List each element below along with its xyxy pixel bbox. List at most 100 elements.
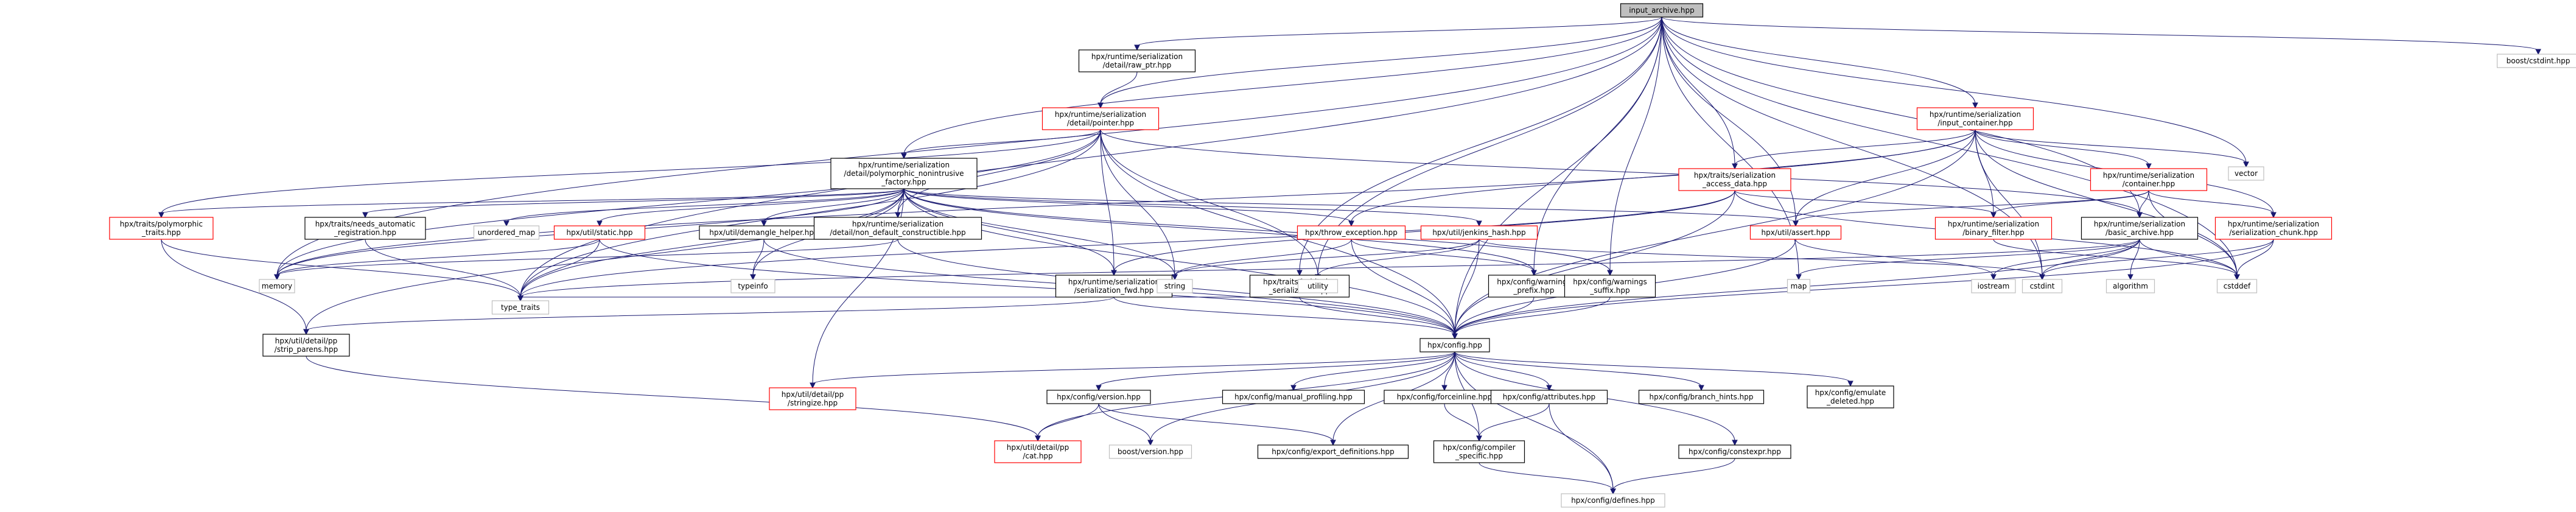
node-export-definitions[interactable]: hpx/config/export_definitions.hpp — [1257, 444, 1409, 459]
node-label: typeinfo — [738, 282, 768, 290]
edge-throw_exception-to-warnings_prefix — [1351, 239, 1537, 276]
node-box — [1419, 338, 1490, 352]
node-serialization-fwd[interactable]: hpx/runtime/serialization/serialization_… — [1055, 275, 1173, 298]
node-strip-parens[interactable]: hpx/util/detail/pp/strip_parens.hpp — [262, 334, 350, 357]
node-pointer[interactable]: hpx/runtime/serialization/detail/pointer… — [1041, 107, 1160, 130]
node-warnings-suffix[interactable]: hpx/config/warnings_suffix.hpp — [1564, 275, 1656, 298]
node-throw-exception[interactable]: hpx/throw_exception.hpp — [1297, 225, 1406, 240]
edge-root-to-utility — [1315, 16, 1662, 281]
node-label: _specific.hpp — [1455, 452, 1503, 460]
node-access-data[interactable]: hpx/traits/serialization_access_data.hpp — [1678, 168, 1791, 191]
node-cat[interactable]: hpx/util/detail/pp/cat.hpp — [994, 440, 1082, 463]
node-box — [2496, 54, 2576, 68]
node-label: map — [1791, 282, 1807, 290]
node-demangle[interactable]: hpx/util/demangle_helper.hpp — [699, 225, 829, 240]
node-stringize[interactable]: hpx/util/detail/pp/stringize.hpp — [769, 387, 856, 410]
node-serialization-chunk[interactable]: hpx/runtime/serialization/serialization_… — [2214, 217, 2333, 240]
node-box — [1078, 49, 1196, 72]
edge-root-to-boost_cstdint — [1661, 16, 2541, 55]
node-iostream[interactable]: iostream — [1971, 279, 2016, 293]
node-label: boost/cstdint.hpp — [2507, 57, 2571, 65]
node-label: hpx/config/attributes.hpp — [1503, 393, 1595, 401]
node-label: hpx/config/defines.hpp — [1571, 496, 1655, 505]
edge-root-to-vector — [1661, 16, 2249, 168]
node-box — [830, 158, 978, 189]
edge-container-to-util_assert — [1793, 190, 2149, 227]
node-typeinfo[interactable]: typeinfo — [730, 279, 775, 293]
node-label: /strip_parens.hpp — [275, 345, 338, 354]
node-defines[interactable]: hpx/config/defines.hpp — [1561, 493, 1665, 508]
node-poly-nonintrusive[interactable]: hpx/runtime/serialization/detail/polymor… — [830, 158, 978, 189]
node-box — [304, 217, 426, 240]
node-memory[interactable]: memory — [259, 279, 295, 293]
edge-serialization_chunk-to-cstddef — [2234, 239, 2274, 281]
node-label: hpx/runtime/serialization — [1930, 110, 2021, 119]
edge-poly_nonintrusive-to-util_assert — [903, 188, 1799, 227]
edge-poly_nonintrusive-to-type_traits — [517, 188, 905, 302]
node-label: /detail/polymorphic_nonintrusive — [844, 169, 964, 178]
node-config-version[interactable]: hpx/config/version.hpp — [1046, 390, 1151, 404]
node-label: hpx/util/demangle_helper.hpp — [709, 228, 818, 237]
node-jenkins-hash[interactable]: hpx/util/jenkins_hash.hpp — [1420, 225, 1538, 240]
node-basic-archive[interactable]: hpx/runtime/serialization/basic_archive.… — [2081, 217, 2199, 240]
node-config[interactable]: hpx/config.hpp — [1419, 338, 1490, 352]
node-warnings-prefix[interactable]: hpx/config/warnings_prefix.hpp — [1488, 275, 1580, 298]
node-container[interactable]: hpx/runtime/serialization/container.hpp — [2090, 168, 2208, 191]
node-type-traits[interactable]: type_traits — [491, 300, 550, 315]
edge-root-to-raw_ptr — [1134, 16, 1662, 51]
node-label: /basic_archive.hpp — [2105, 228, 2174, 237]
node-non-default[interactable]: hpx/runtime/serialization/detail/non_def… — [813, 217, 982, 240]
node-box — [1046, 390, 1151, 404]
node-forceinline[interactable]: hpx/config/forceinline.hpp — [1384, 390, 1505, 404]
node-box — [2081, 217, 2199, 240]
node-root[interactable]: input_archive.hpp — [1620, 3, 1704, 18]
node-label: hpx/traits/serialization — [1694, 171, 1776, 180]
node-cstddef[interactable]: cstddef — [2216, 279, 2258, 293]
node-poly-traits[interactable]: hpx/traits/polymorphic_traits.hpp — [109, 217, 214, 240]
node-string[interactable]: string — [1157, 279, 1193, 293]
node-label: hpx/config/export_definitions.hpp — [1272, 447, 1394, 456]
node-algorithm[interactable]: algorithm — [2105, 279, 2155, 293]
node-box — [1041, 107, 1160, 130]
node-label: hpx/runtime/serialization — [1068, 278, 1160, 286]
node-label: _deleted.hpp — [1826, 397, 1874, 405]
node-unordered-map[interactable]: unordered_map — [473, 225, 540, 240]
node-raw-ptr[interactable]: hpx/runtime/serialization/detail/raw_ptr… — [1078, 49, 1196, 72]
edge-input_container-to-memory — [274, 129, 1976, 281]
node-needs-auto-reg[interactable]: hpx/traits/needs_automatic_registration.… — [304, 217, 426, 240]
node-label: hpx/runtime/serialization — [2228, 220, 2319, 228]
node-utility[interactable]: utility — [1297, 279, 1339, 293]
node-box — [1055, 275, 1173, 298]
node-vector[interactable]: vector — [2228, 166, 2264, 181]
node-cstdint[interactable]: cstdint — [2021, 279, 2063, 293]
edge-basic_archive-to-cstddef — [2139, 239, 2240, 281]
edge-demangle-to-typeinfo — [750, 239, 765, 281]
node-label: _traits.hpp — [141, 228, 181, 237]
node-boost-version[interactable]: boost/version.hpp — [1108, 444, 1192, 459]
node-label: /detail/pointer.hpp — [1067, 119, 1134, 127]
edge-pointer-to-poly_nonintrusive — [901, 129, 1101, 160]
node-label: /serialization_chunk.hpp — [2229, 228, 2318, 237]
node-box — [1916, 107, 2034, 130]
node-constexpr[interactable]: hpx/config/constexpr.hpp — [1678, 444, 1791, 459]
node-util-assert[interactable]: hpx/util/assert.hpp — [1749, 225, 1842, 240]
edge-config_version-to-boost_version — [1098, 403, 1153, 446]
node-map[interactable]: map — [1787, 279, 1811, 293]
node-branch-hints[interactable]: hpx/config/branch_hints.hpp — [1638, 390, 1765, 404]
node-box — [1807, 385, 1894, 409]
node-binary-filter[interactable]: hpx/runtime/serialization/binary_filter.… — [1934, 217, 2053, 240]
node-manual-profiling[interactable]: hpx/config/manual_profiling.hpp — [1222, 390, 1365, 404]
node-util-static[interactable]: hpx/util/static.hpp — [553, 225, 646, 240]
node-label: string — [1164, 282, 1185, 290]
edge-poly_traits-to-type_traits — [161, 239, 523, 302]
node-input-container[interactable]: hpx/runtime/serialization/input_containe… — [1916, 107, 2034, 130]
node-label: /detail/raw_ptr.hpp — [1103, 61, 1172, 69]
node-box — [473, 225, 540, 240]
node-label: utility — [1307, 282, 1328, 290]
node-emulate-deleted[interactable]: hpx/config/emulate_deleted.hpp — [1807, 385, 1894, 409]
edge-config_version-to-export_definitions — [1098, 403, 1336, 446]
node-label: hpx/runtime/serialization — [1948, 220, 2039, 228]
node-compiler-specific[interactable]: hpx/config/compiler_specific.hpp — [1433, 440, 1525, 463]
node-boost-cstdint[interactable]: boost/cstdint.hpp — [2496, 54, 2576, 68]
node-attributes[interactable]: hpx/config/attributes.hpp — [1490, 390, 1608, 404]
